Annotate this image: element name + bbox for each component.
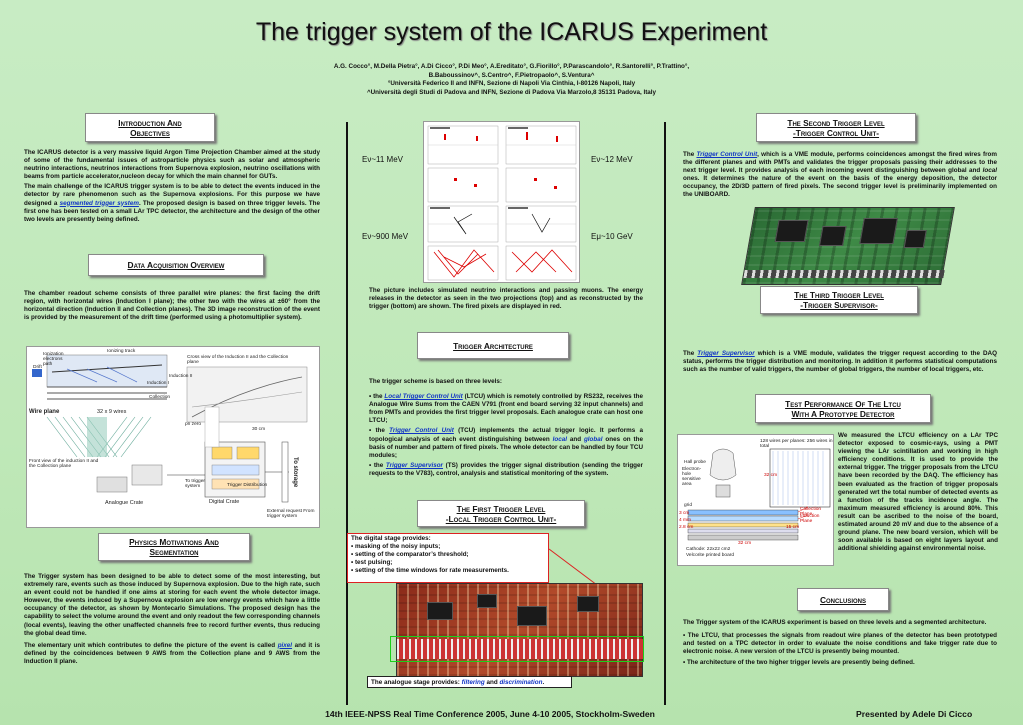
- author-line: B.Baboussinov^, S.Centro^, F.Pietropaolo…: [428, 71, 595, 79]
- sensitive-area-label: Electron-hole sensitive area: [682, 467, 702, 487]
- column-divider: [346, 122, 348, 705]
- affiliation-line: ^Università degli Studi di Padova and IN…: [366, 88, 657, 96]
- intro-text: The ICARUS detector is a very massive li…: [24, 149, 320, 226]
- affiliation-line: °Università Federico II and INFN, Sezion…: [387, 80, 636, 88]
- daq-diagram: Ionizing track Ionization electrons path…: [26, 346, 320, 528]
- drift-label: Drift: [33, 365, 42, 370]
- collection-label: Collection: [149, 395, 171, 400]
- conclusions-paragraph-1: The Trigger system of the ICARUS experim…: [683, 619, 987, 626]
- digital-stage-box: The digital stage provides: • masking of…: [347, 533, 549, 583]
- trigger-bullet-ts: • the Trigger Supervisor (TS) provides t…: [369, 461, 643, 477]
- dimension-3cm: 3 cm: [679, 511, 690, 516]
- physics-text: The Trigger system has been designed to …: [24, 573, 320, 668]
- event-display-svg: [427, 125, 577, 281]
- dimension-15cm: 15 cm: [786, 525, 800, 530]
- dimension-28cm: 2.8 cm: [679, 525, 694, 530]
- external-request-label: External request From trigger system: [267, 509, 315, 519]
- conference-footer: 14th IEEE-NPSS Real Time Conference 2005…: [325, 709, 655, 719]
- intro-paragraph-1: The ICARUS detector is a very massive li…: [24, 149, 320, 181]
- event-display-panel: [423, 121, 580, 283]
- analogue-stage-box: The analogue stage provides: filtering a…: [367, 676, 572, 688]
- test-text: We measured the LTCU efficiency on a LAr…: [838, 432, 998, 553]
- analogue-crate-label: Analogue Crate: [105, 500, 144, 506]
- column-divider: [664, 122, 666, 705]
- pmt-label: Hall probe: [684, 460, 706, 465]
- cathode-label: Cathode: 22x22 cm2: [686, 547, 731, 552]
- poster-title: The trigger system of the ICARUS Experim…: [255, 18, 768, 46]
- induction-plane-label: Induction Plane: [800, 514, 820, 524]
- section-header-second-level: The Second Trigger Level-Trigger Control…: [756, 113, 916, 142]
- digital-stage-title: The digital stage provides:: [351, 535, 431, 542]
- ionization-label: Ionization electrons path: [43, 352, 64, 367]
- wires-label: 32 x 9 wires: [97, 409, 127, 415]
- to-storage-label: To storage: [292, 457, 298, 488]
- section-header-daq: Data Acquisition Overview: [88, 254, 264, 276]
- event-label-nu11: Eν~11 MeV: [362, 155, 403, 164]
- section-header-third-level: The Third Trigger Level-Trigger Supervis…: [760, 286, 918, 314]
- induction2-label: Induction II: [169, 374, 193, 379]
- intro-paragraph-2: The main challenge of the ICARUS trigger…: [24, 183, 321, 223]
- presenter-footer: Presented by Adele Di Cicco: [856, 709, 973, 719]
- trigger-distribution-label: Trigger Distribution: [227, 483, 268, 488]
- author-list: A.G. Cocco°, M.Della Pietra°, A.Di Cicco…: [180, 63, 843, 97]
- grid-label: grid: [684, 503, 692, 508]
- digital-crate-label: Digital Crate: [209, 499, 240, 505]
- wires-total-label: 128 wires per planes: 256 wires in total: [760, 439, 833, 449]
- event-caption: The picture includes simulated neutrino …: [369, 287, 643, 311]
- event-label-mu10: Eμ~10 GeV: [591, 232, 633, 241]
- wire-plane-label: Wire plane: [29, 409, 60, 415]
- section-header-conclusions: Conclusions: [797, 588, 889, 611]
- dimension-32cm-side: 32 cm: [764, 473, 778, 478]
- second-level-text: The Trigger Control Unit, which is a VME…: [683, 151, 997, 199]
- digital-stage-item: • test pulsing;: [351, 559, 393, 567]
- trigger-intro: The trigger scheme is based on three lev…: [369, 378, 502, 385]
- front-view-label: Front view of the induction II and the C…: [29, 459, 99, 469]
- uniboard-photo: [741, 207, 955, 285]
- pn-zero-label: pn zero: [185, 422, 201, 427]
- author-line: A.G. Cocco°, M.Della Pietra°, A.Di Cicco…: [333, 63, 690, 70]
- trigger-architecture-text: The trigger scheme is based on three lev…: [369, 378, 643, 480]
- section-header-first-level: The First Trigger Level-Local Trigger Co…: [417, 500, 585, 527]
- section-header-trigger-architecture: Trigger Architecture: [417, 332, 569, 359]
- daq-diagram-svg: [32, 354, 308, 503]
- physics-paragraph-2: The elementary unit which contributes to…: [24, 641, 320, 665]
- conclusions-text: The Trigger system of the ICARUS experim…: [683, 619, 997, 669]
- cathode-note-label: Velcorite printed board: [686, 553, 734, 558]
- ionizing-track-label: Ionizing track: [107, 349, 136, 354]
- trigger-bullet-tcu: • the Trigger Control Unit (TCU) impleme…: [369, 427, 644, 459]
- ltcu-board-photo: [396, 583, 644, 677]
- dimension-4mm: 4 mm: [679, 518, 691, 523]
- analogue-stage-highlight: [390, 636, 644, 662]
- physics-paragraph-1: The Trigger system has been designed to …: [24, 573, 320, 637]
- trigger-bullet-ltcu: • the Local Trigger Control Unit (LTCU) …: [369, 393, 643, 425]
- induction1-label: Induction I: [147, 381, 170, 386]
- scale-label: 30 cm: [252, 427, 266, 432]
- conclusions-bullet-levels: • The architecture of the two higher tri…: [683, 659, 915, 667]
- dimension-32cm: 32 cm: [738, 541, 752, 546]
- cross-view-label: Cross view of the Induction II and the C…: [187, 355, 289, 365]
- third-level-text: The Trigger Supervisor which is a VME mo…: [683, 350, 997, 374]
- event-label-nu900: Eν~900 MeV: [362, 232, 409, 241]
- prototype-detector-svg: [687, 448, 831, 541]
- to-trigger-label: To trigger system: [185, 479, 205, 489]
- prototype-detector-diagram: 128 wires per planes: 256 wires in total…: [677, 434, 834, 566]
- collection-plane-label: Collection Plane: [800, 507, 822, 517]
- digital-stage-item: • setting of the comparator’s threshold;: [351, 551, 469, 559]
- digital-stage-item: • setting of the time windows for rate m…: [351, 567, 509, 575]
- daq-text: The chamber readout scheme consists of t…: [24, 290, 320, 322]
- conclusions-bullet-ltcu: • The LTCU, that processes the signals f…: [683, 632, 997, 656]
- digital-stage-item: • masking of the noisy inputs;: [351, 543, 441, 551]
- event-label-nu12: Eν~12 MeV: [591, 155, 633, 164]
